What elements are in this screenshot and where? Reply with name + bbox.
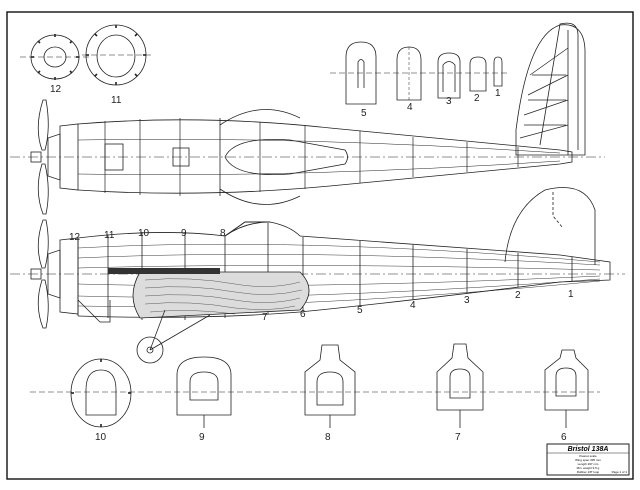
station-label-4: 4 — [410, 300, 416, 311]
title-block-line-3: Length 297 mm — [578, 462, 599, 466]
rib-label-1: 1 — [495, 88, 501, 99]
title-block-line-4: Min. weight 9.5 g — [577, 466, 600, 470]
former-9 — [176, 356, 232, 428]
station-label-8: 8 — [220, 228, 226, 239]
station-label-11: 11 — [104, 230, 115, 241]
former-label-11: 11 — [111, 95, 122, 106]
former-label-9: 9 — [199, 432, 205, 443]
rib-former-3 — [437, 52, 461, 99]
station-label-1: 1 — [568, 289, 574, 300]
rib-former-1 — [493, 56, 503, 87]
rib-label-2: 2 — [474, 93, 480, 104]
title-block-line-5: Rubber 1/8" loop — [577, 470, 600, 474]
former-11 — [82, 24, 152, 86]
former-label-12: 12 — [50, 84, 62, 95]
former-label-10: 10 — [95, 432, 107, 443]
title-block-line-1: Peanut scale — [579, 454, 597, 458]
drawing-border — [6, 11, 634, 480]
station-label-10: 10 — [138, 228, 150, 239]
station-label-12: 12 — [69, 232, 81, 243]
station-label-3: 3 — [464, 295, 470, 306]
station-label-9: 9 — [181, 228, 187, 239]
rib-label-4: 4 — [407, 102, 413, 113]
former-12 — [20, 34, 90, 80]
rib-former-2 — [469, 56, 487, 92]
title-block-line-2: Wing span 335 mm — [575, 458, 601, 462]
former-7 — [436, 343, 484, 428]
title-block — [546, 443, 630, 476]
title-block-title: Bristol 138A — [568, 446, 609, 453]
former-8 — [304, 344, 356, 428]
station-label-2: 2 — [515, 290, 521, 301]
station-label-7: 7 — [262, 312, 268, 323]
station-label-5: 5 — [357, 305, 363, 316]
fuselage-side-view — [10, 187, 625, 364]
rib-former-4 — [396, 46, 422, 101]
title-block-sheet: Page 1 of 1 — [612, 470, 628, 474]
former-label-8: 8 — [325, 432, 331, 443]
former-6 — [544, 349, 589, 428]
rib-label-5: 5 — [361, 108, 367, 119]
fin-rudder-top-right — [515, 24, 586, 156]
rib-label-3: 3 — [446, 96, 452, 107]
fuselage-top-view — [10, 22, 605, 215]
former-label-6: 6 — [561, 432, 567, 443]
station-label-6: 6 — [300, 309, 306, 320]
rib-former-5 — [345, 41, 377, 105]
former-label-7: 7 — [455, 432, 461, 443]
former-10 — [70, 358, 132, 428]
